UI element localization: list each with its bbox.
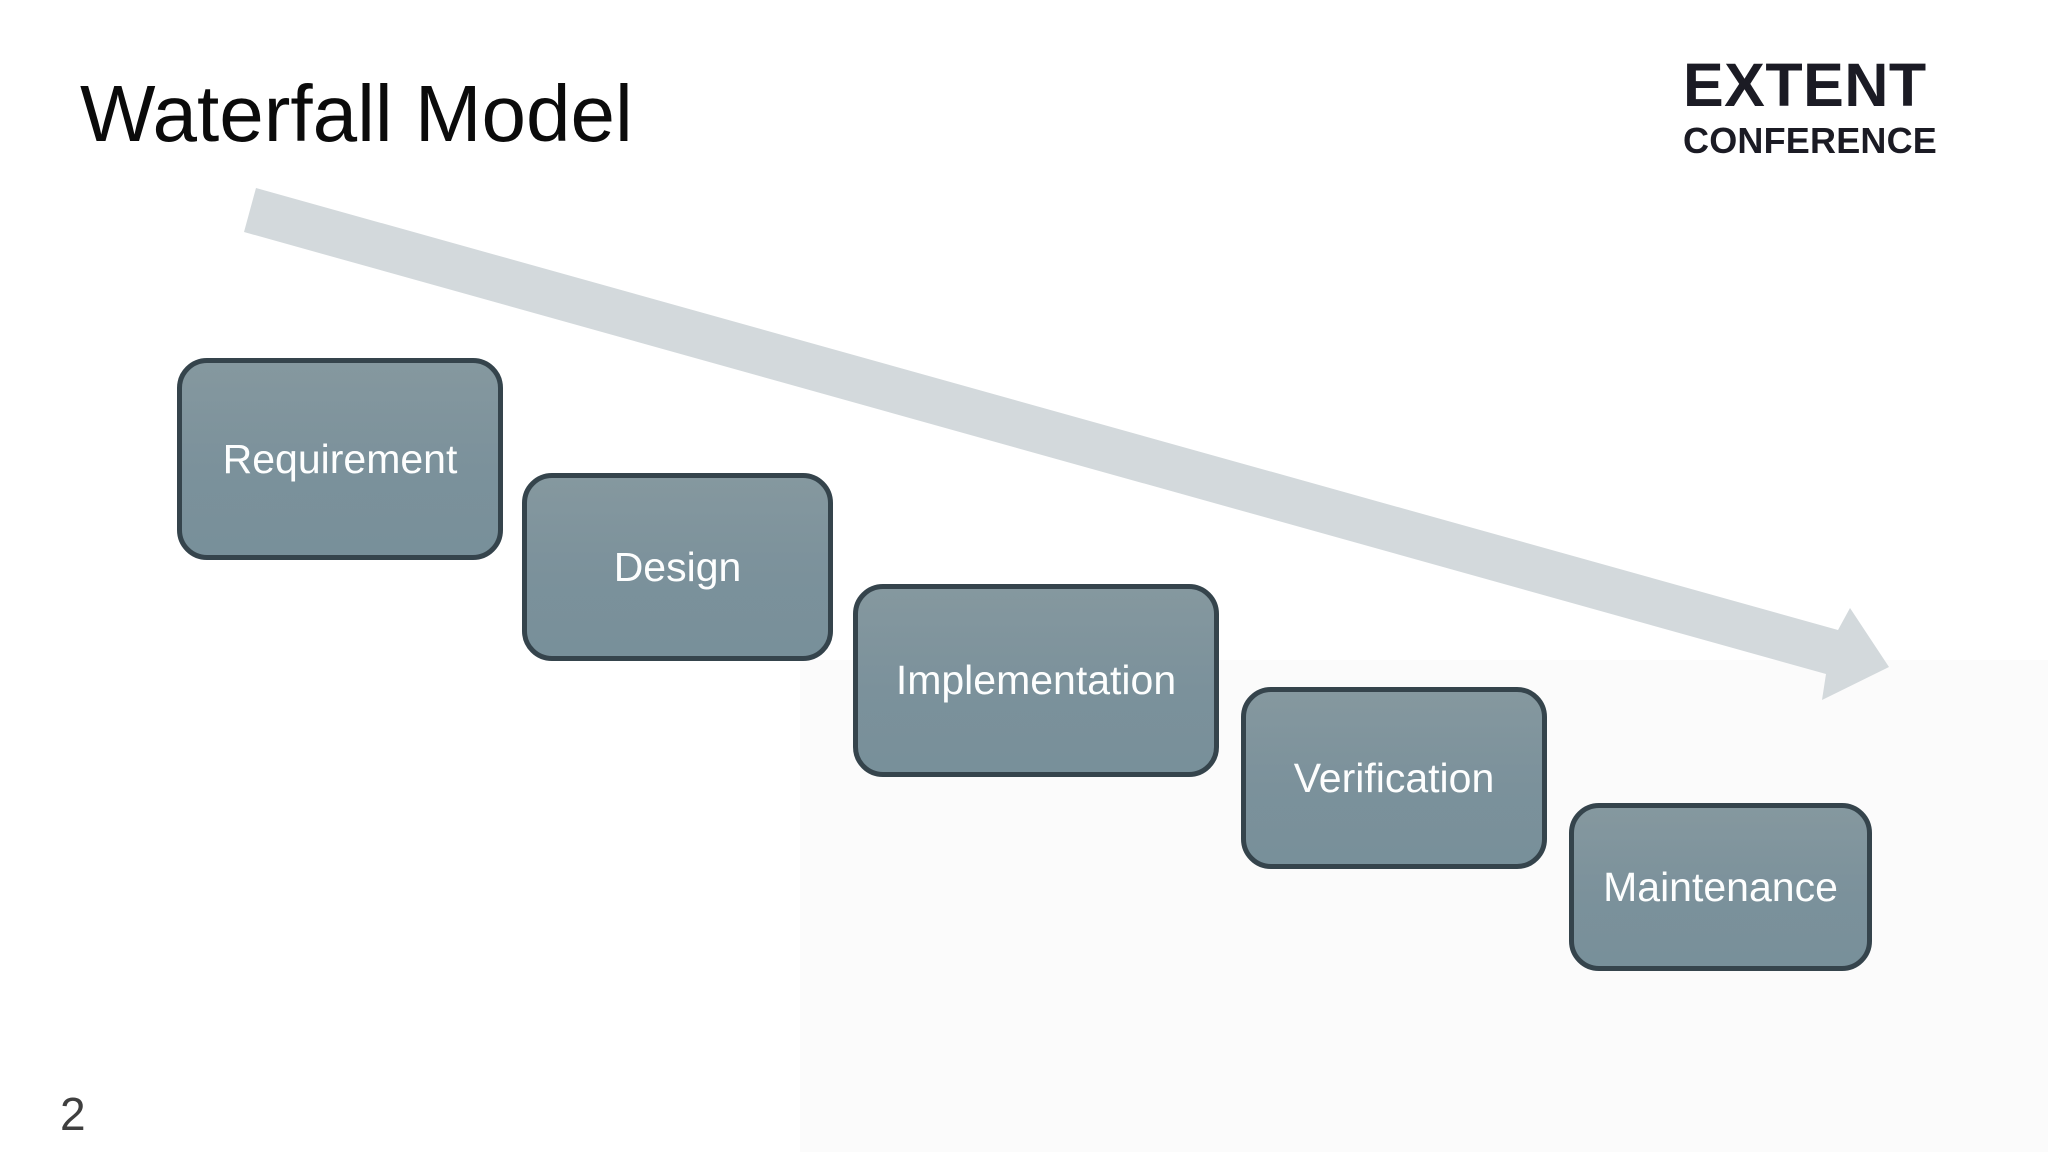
- stage-label: Maintenance: [1603, 863, 1838, 910]
- logo-line-extent: EXTENT: [1683, 51, 1927, 119]
- stage-label: Requirement: [222, 435, 458, 482]
- stage-label: Verification: [1293, 754, 1495, 801]
- extent-conference-logo: EXTENT CONFERENCE: [1683, 55, 1937, 159]
- stage-box-maintenance: Maintenance: [1569, 803, 1872, 971]
- stage-box-design: Design: [522, 473, 833, 661]
- stage-label: Implementation: [895, 657, 1177, 703]
- page-number: 2: [60, 1088, 86, 1140]
- logo-line-conference: CONFERENCE: [1683, 120, 1938, 161]
- stage-box-requirement: Requirement: [177, 358, 503, 560]
- slide-title: Waterfall Model: [80, 69, 633, 158]
- stage-box-implementation: Implementation: [853, 584, 1219, 777]
- stage-box-verification: Verification: [1241, 687, 1547, 869]
- stage-label: Design: [613, 543, 742, 590]
